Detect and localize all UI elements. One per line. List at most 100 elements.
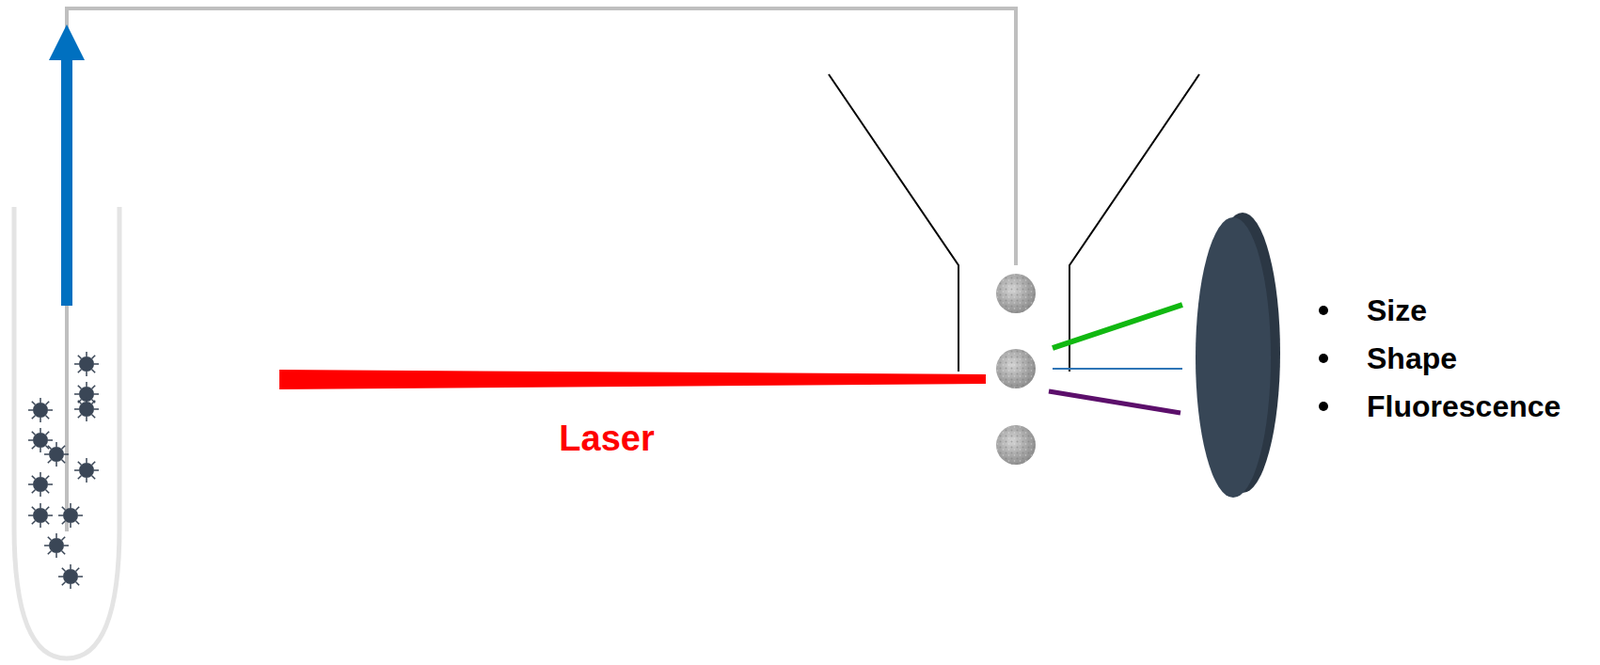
nozzle-wall	[1069, 74, 1200, 372]
cell-spike	[76, 582, 80, 587]
cell-spike	[31, 506, 36, 511]
cell-spike	[28, 439, 33, 442]
cell-spike	[55, 461, 58, 467]
sample-cell	[79, 401, 95, 417]
sample-cell	[79, 462, 95, 478]
cell-spike	[28, 514, 33, 517]
sample-cell	[48, 538, 64, 554]
list-item: Fluorescence	[1366, 391, 1561, 422]
cell-spike	[31, 415, 36, 420]
bullet	[1318, 305, 1329, 316]
nozzle-wall	[828, 74, 959, 372]
cell-spike	[39, 397, 42, 403]
cell-spike	[74, 393, 80, 396]
cell-spike	[74, 469, 80, 472]
cell-spike	[85, 458, 88, 463]
cell-spike	[47, 483, 53, 486]
cell-spike	[46, 490, 50, 494]
cell-spike	[46, 415, 50, 420]
cell-spike	[47, 445, 52, 450]
cell-spike	[31, 445, 36, 450]
sample-cell	[32, 476, 48, 492]
cell-spike	[55, 553, 58, 558]
cell-spike	[85, 477, 88, 483]
sample-cell	[79, 386, 95, 402]
cell-spike	[78, 400, 82, 405]
arrow-head	[48, 24, 85, 61]
cell-spike	[69, 584, 72, 589]
cell-spike	[46, 401, 50, 406]
cell-spike	[62, 551, 66, 555]
cell-spike	[92, 461, 96, 466]
cell-spike	[94, 408, 99, 411]
cell-spike	[44, 544, 49, 547]
cell-spike	[47, 537, 52, 541]
cell-spike	[47, 551, 52, 555]
cell-spike	[76, 521, 80, 525]
cell-spike	[78, 475, 82, 480]
cell-spike	[31, 401, 36, 406]
cell-spike	[92, 414, 96, 419]
cell-spike	[62, 506, 66, 511]
cell-spike	[94, 393, 99, 396]
sample-tubing	[66, 8, 1016, 532]
scatter-ray	[1052, 367, 1183, 370]
cell-spike	[39, 427, 42, 433]
cell-spike	[92, 355, 96, 360]
flow-arrow	[61, 54, 73, 306]
cell-spike	[46, 521, 50, 525]
cell-spike	[46, 475, 50, 480]
sample-cell	[48, 446, 64, 462]
cell-spike	[62, 445, 66, 450]
cell-spike	[31, 431, 36, 436]
cell-spike	[31, 521, 36, 525]
cell-spike	[62, 582, 66, 587]
cell-spike	[63, 453, 69, 456]
cell-spike	[78, 385, 82, 390]
sample-cell	[63, 569, 79, 585]
cell-spike	[47, 439, 53, 442]
cell-spike	[94, 469, 99, 472]
cell-spike	[78, 461, 82, 466]
cell-spike	[47, 514, 53, 517]
cell-spike	[92, 475, 96, 480]
list-item: Shape	[1366, 343, 1458, 374]
cell-spike	[78, 355, 82, 360]
cell-spike	[85, 351, 88, 357]
cell-spike	[62, 568, 66, 572]
cell-spike	[78, 575, 83, 578]
sample-cell	[79, 356, 95, 372]
cell-spike	[39, 503, 42, 508]
bullet	[1318, 401, 1329, 412]
cell-spike	[85, 371, 88, 377]
list-item: Size	[1366, 295, 1427, 326]
cell-spike	[76, 568, 80, 572]
cell-spike	[39, 417, 42, 423]
cell-spike	[58, 575, 64, 578]
cell-spike	[31, 475, 36, 480]
cell-spike	[39, 522, 42, 528]
cell-spike	[92, 385, 96, 390]
detector	[1195, 217, 1271, 498]
cell-spike	[69, 503, 72, 508]
cell-spike	[46, 431, 50, 436]
cell-spike	[55, 442, 58, 447]
cell-spike	[39, 472, 42, 477]
cell-spike	[39, 491, 42, 497]
cell-spike	[94, 363, 99, 365]
cell-spike	[46, 506, 50, 511]
scatter-ray	[1052, 304, 1183, 349]
cell-spike	[85, 416, 88, 422]
cell-spike	[31, 490, 36, 494]
cell-spike	[62, 521, 66, 525]
cell-spike	[92, 400, 96, 405]
sample-cells	[28, 351, 99, 589]
cell-spike	[62, 537, 66, 541]
cell-spike	[92, 369, 96, 374]
cell-spike	[74, 408, 80, 411]
scatter-ray	[1048, 391, 1181, 413]
cell-spike	[63, 544, 69, 547]
sample-cell	[32, 402, 48, 418]
cell-spike	[39, 447, 42, 453]
